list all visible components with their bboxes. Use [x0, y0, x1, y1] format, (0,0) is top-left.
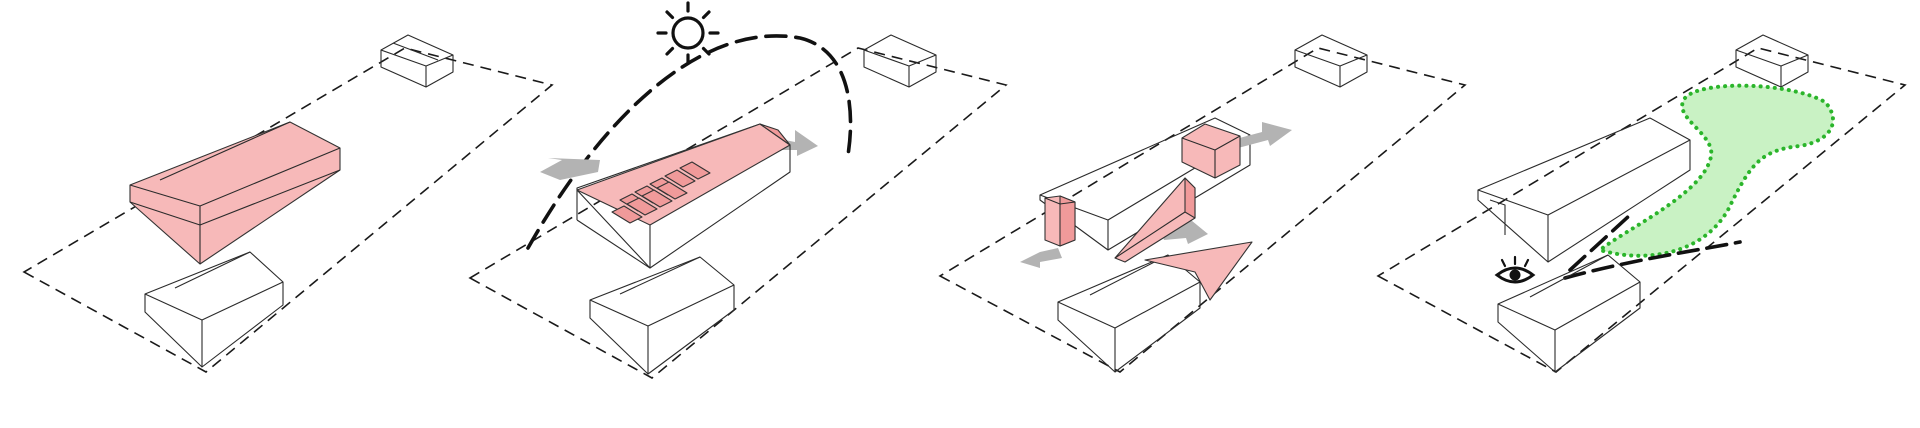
pink-volume-top — [1181, 123, 1241, 179]
view-line-upper — [1568, 213, 1632, 272]
airflow-arrow-right — [775, 130, 818, 156]
pink-volume-left — [1044, 195, 1076, 247]
airflow-arrow-right — [1232, 122, 1292, 148]
site-boundary — [938, 47, 1467, 373]
site-boundary — [1376, 47, 1907, 373]
proposed-volume — [129, 121, 341, 265]
pink-volume-diagonal — [1114, 177, 1196, 263]
existing-house-front — [589, 256, 735, 375]
existing-house-front — [144, 251, 284, 368]
landscape-zone — [1595, 83, 1835, 258]
existing-house-back — [1735, 34, 1809, 88]
site-boundary — [22, 47, 554, 373]
view-line-lower — [1563, 240, 1742, 280]
panel-volumes — [938, 34, 1467, 373]
main-volume-wireframe — [1477, 117, 1691, 263]
solar-panel-icon — [611, 161, 711, 224]
existing-house-front — [1057, 241, 1253, 373]
proposed-volume-solar-roof — [576, 123, 791, 269]
sun-path-arc — [526, 34, 853, 250]
existing-house-back — [863, 34, 937, 88]
panel-views — [1376, 34, 1907, 373]
airflow-arrow-left — [540, 158, 600, 180]
panel-massing — [22, 34, 554, 373]
existing-house-back — [380, 34, 454, 88]
eye-icon — [1494, 255, 1536, 284]
panel-solar — [468, 1, 1008, 379]
airflow-arrow-down — [1160, 216, 1208, 244]
airflow-arrow-left — [1020, 248, 1062, 268]
existing-house-back — [1294, 34, 1368, 88]
site-boundary — [468, 47, 1008, 379]
existing-house-front — [1497, 254, 1641, 373]
